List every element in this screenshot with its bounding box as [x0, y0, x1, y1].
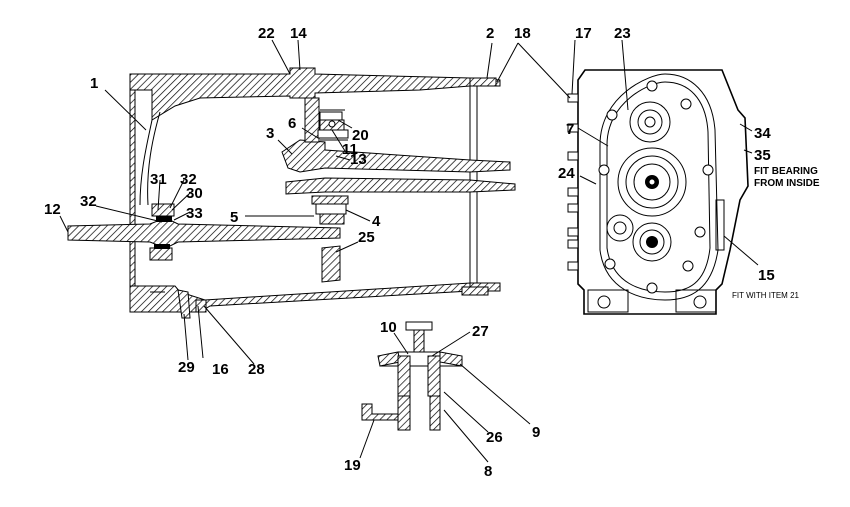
callout-1: 1 — [90, 75, 98, 92]
callout-4: 4 — [372, 213, 381, 230]
shaft-bearing-cluster — [149, 203, 175, 261]
callout-14: 14 — [290, 25, 307, 42]
callout-8: 8 — [484, 463, 492, 480]
callout-35: 35 — [754, 147, 771, 164]
side-screws — [567, 93, 579, 271]
callout-10: 10 — [380, 319, 397, 336]
callout-33: 33 — [186, 205, 203, 222]
leader-lines — [59, 39, 759, 463]
callout-28: 28 — [248, 361, 265, 378]
callout-31: 31 — [150, 171, 167, 188]
callout-9: 9 — [532, 424, 540, 441]
bottom-flange — [177, 289, 191, 319]
housing-left-wall — [129, 89, 136, 311]
gearbox-outline — [577, 69, 749, 315]
callout-2: 2 — [486, 25, 494, 42]
central-gear — [617, 147, 687, 217]
callout-11: 11 — [342, 141, 358, 158]
gear-hub — [377, 351, 401, 367]
housing-top-wall — [129, 67, 501, 121]
callout-16: 16 — [212, 361, 229, 378]
callout-15: 15 — [758, 267, 775, 284]
callout-13: 13 — [350, 151, 367, 168]
callout-32-top: 32 — [180, 171, 197, 188]
upper-shaft — [281, 139, 511, 173]
callout-22: 22 — [258, 25, 275, 42]
inner-boss — [321, 245, 341, 283]
callout-18: 18 — [514, 25, 531, 42]
lower-right-gear — [632, 222, 672, 262]
lower-tube — [285, 177, 516, 195]
callout-34: 34 — [754, 125, 771, 142]
callout-20: 20 — [352, 127, 369, 144]
callout-29: 29 — [178, 359, 195, 376]
main-shaft — [67, 219, 341, 247]
callout-24: 24 — [558, 165, 575, 182]
stud-right-top — [469, 77, 497, 87]
callout-labels: 1 2 3 4 5 6 7 8 9 10 11 12 13 14 15 16 1… — [44, 25, 775, 480]
gear-detail-view — [361, 321, 463, 431]
callout-19: 19 — [344, 457, 361, 474]
callout-23: 23 — [614, 25, 631, 42]
offset-shaft — [361, 403, 399, 421]
note-fit-with-item: FIT WITH ITEM 21 — [732, 291, 800, 300]
stud-right-bottom — [461, 286, 489, 296]
gearbox-end-view — [567, 69, 749, 315]
callout-27: 27 — [472, 323, 489, 340]
callout-12: 12 — [44, 201, 61, 218]
perimeter-bolts — [598, 80, 714, 294]
callout-25: 25 — [358, 229, 375, 246]
note-fit-bearing-line1: FIT BEARING — [754, 166, 818, 177]
callout-30: 30 — [186, 185, 203, 202]
callout-3: 3 — [266, 125, 274, 142]
callout-7: 7 — [566, 121, 574, 138]
upper-bearing-stack — [304, 97, 349, 143]
assembly-notes: FIT BEARING FROM INSIDE FIT WITH ITEM 21 — [732, 166, 820, 300]
callout-6: 6 — [288, 115, 296, 132]
callout-32-left: 32 — [80, 193, 97, 210]
lower-bearing-stack — [311, 195, 349, 225]
callout-17: 17 — [575, 25, 592, 42]
callout-5: 5 — [230, 209, 238, 226]
note-fit-bearing-line2: FROM INSIDE — [754, 178, 820, 189]
housing-section-view — [67, 67, 516, 319]
callout-26: 26 — [486, 429, 503, 446]
housing-bell-curve — [139, 119, 153, 206]
